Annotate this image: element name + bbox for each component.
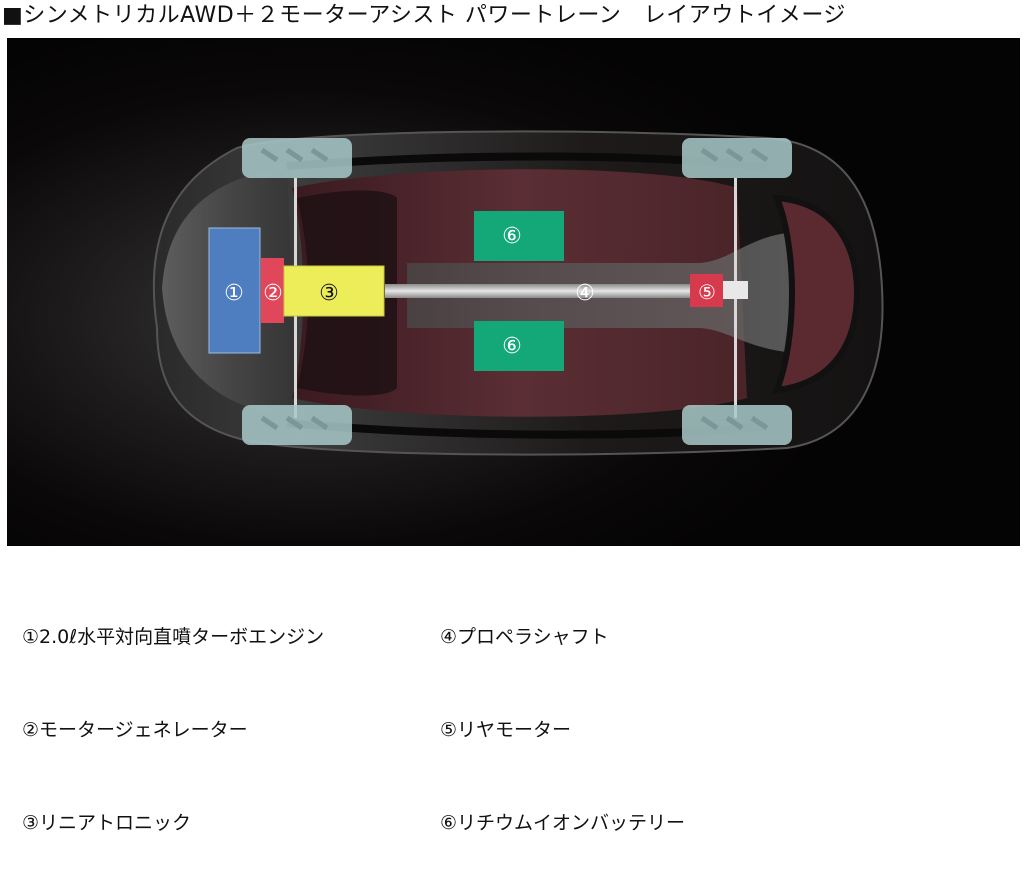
title-text: シンメトリカルAWD＋２モーターアシスト パワートレーン レイアウトイメージ: [23, 3, 846, 28]
rear-window: [772, 194, 861, 394]
legend-right: ④プロペラシャフト ⑤リヤモーター ⑥リチウムイオンバッテリー: [440, 560, 685, 870]
legend-marker: ⑥: [440, 812, 458, 834]
rear-motor-marker: ⑤: [698, 280, 716, 304]
legend-marker: ⑤: [440, 719, 458, 741]
battery-block-top: [474, 211, 564, 261]
legend-item-battery: ⑥リチウムイオンバッテリー: [440, 808, 685, 839]
car-diagram: ① ② ③ ④ ⑤ ⑥ ⑥: [152, 130, 884, 456]
rear-motor-block: [690, 274, 723, 307]
legend-item-engine: ①2.0ℓ水平対向直噴ターボエンジン: [22, 622, 324, 653]
legend-marker: ②: [22, 719, 40, 741]
tire-rear-left: [682, 138, 792, 178]
legend-item-motor-generator: ②モータージェネレーター: [22, 715, 324, 746]
legend-text: リチウムイオンバッテリー: [457, 812, 686, 834]
legend-item-rear-motor: ⑤リヤモーター: [440, 715, 685, 746]
legend-marker: ①: [22, 626, 40, 648]
page-title: ■シンメトリカルAWD＋２モーターアシスト パワートレーン レイアウトイメージ: [2, 2, 846, 30]
legend-left: ①2.0ℓ水平対向直噴ターボエンジン ②モータージェネレーター ③リニアトロニッ…: [22, 560, 324, 870]
legend-item-transmission: ③リニアトロニック: [22, 808, 324, 839]
motor-generator-block: [261, 258, 284, 323]
legend-text: 2.0ℓ水平対向直噴ターボエンジン: [39, 626, 325, 648]
rear-diff-block: [723, 281, 748, 299]
title-bullet: ■: [2, 3, 24, 28]
legend-text: リニアトロニック: [39, 812, 192, 834]
transmission-marker: ③: [319, 281, 339, 306]
legend-marker: ③: [22, 812, 40, 834]
legend-text: リヤモーター: [457, 719, 572, 741]
motor-generator-marker: ②: [263, 281, 283, 306]
legend-marker: ④: [440, 626, 458, 648]
battery-block-bottom: [474, 321, 564, 371]
legend-item-propeller-shaft: ④プロペラシャフト: [440, 622, 685, 653]
battery-bottom-marker: ⑥: [502, 334, 522, 359]
tire-rear-right: [682, 405, 792, 445]
legend-text: モータージェネレーター: [39, 719, 248, 741]
battery-top-marker: ⑥: [502, 224, 522, 249]
transmission-block: [283, 265, 385, 317]
engine-block: [208, 227, 261, 354]
tire-front-left: [242, 138, 352, 178]
diagram-panel: ① ② ③ ④ ⑤ ⑥ ⑥: [7, 38, 1020, 546]
legend-text: プロペラシャフト: [457, 626, 609, 648]
engine-marker: ①: [224, 281, 244, 306]
tire-front-right: [242, 405, 352, 445]
propeller-shaft: [385, 284, 705, 298]
propeller-shaft-marker: ④: [575, 281, 595, 306]
